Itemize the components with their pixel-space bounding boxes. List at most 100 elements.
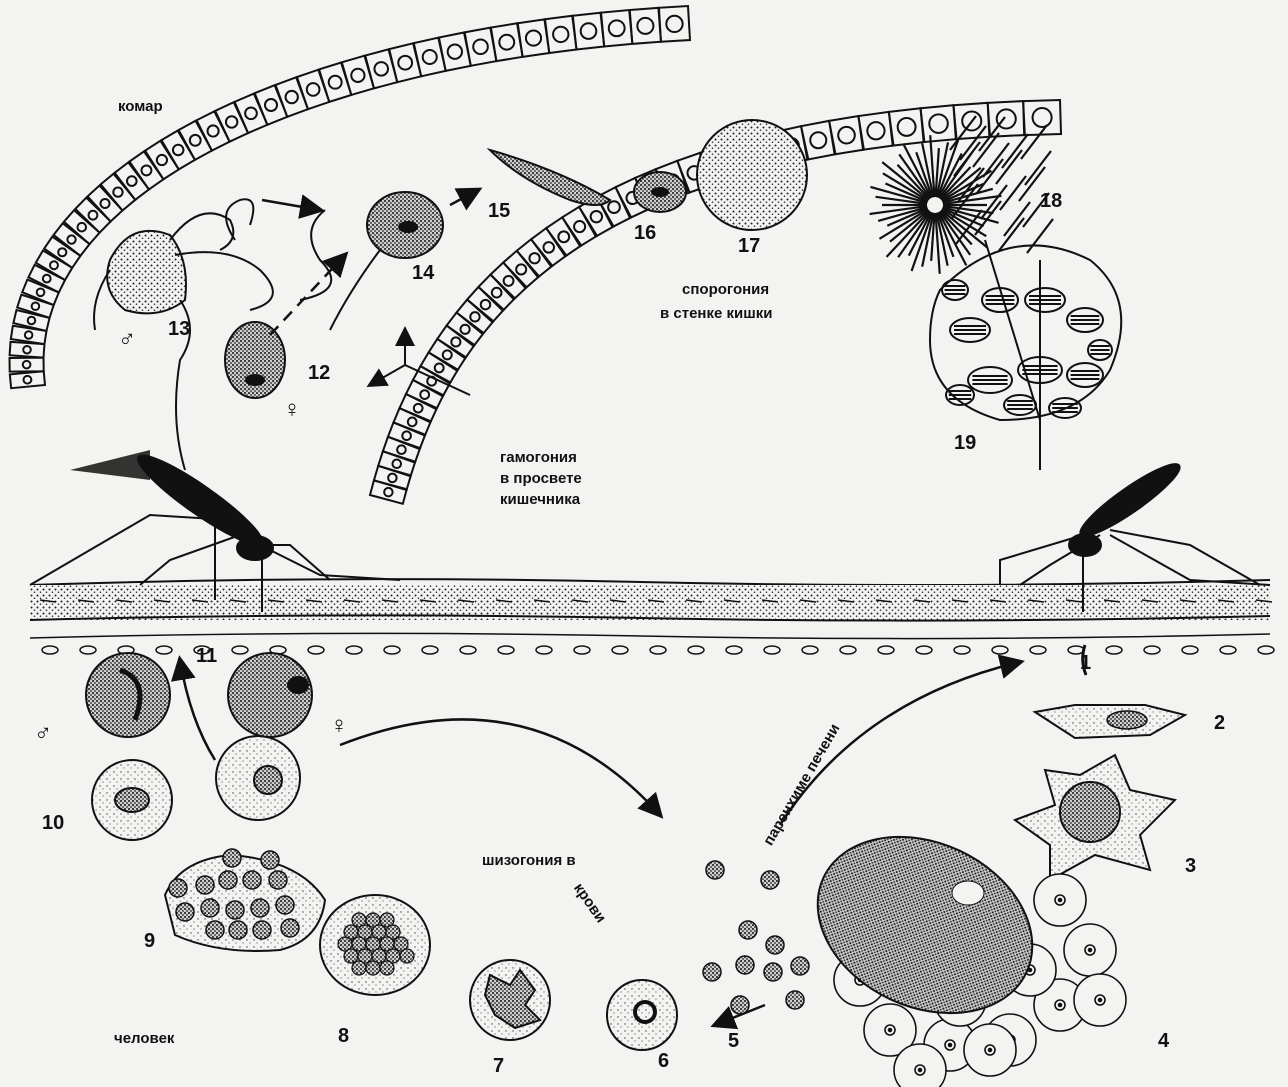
label-gamogony-line-3: кишечника xyxy=(500,489,582,510)
epithelium-lower-nucleus xyxy=(898,118,916,136)
tissue-cell xyxy=(612,646,628,654)
tissue-cell xyxy=(1258,646,1274,654)
hepatocyte-nucleolus xyxy=(1059,1004,1062,1007)
epithelium-upper-nucleus xyxy=(265,99,277,111)
epithelium-upper-nucleus xyxy=(141,165,151,175)
tissue-cell xyxy=(80,646,96,654)
epithelium-upper-cell xyxy=(10,371,45,388)
stage-number-1: 1 xyxy=(1080,652,1091,675)
male-symbol-13: ♂ xyxy=(118,326,136,354)
epithelium-lower-nucleus xyxy=(435,363,444,372)
epithelium-upper-nucleus xyxy=(127,176,137,186)
epithelium-lower-cell xyxy=(383,437,420,463)
stage-2-parasite xyxy=(1107,711,1147,729)
epithelium-upper-cell xyxy=(601,10,632,46)
epithelium-upper-nucleus xyxy=(581,23,597,39)
label-gamogony-line-2: в просвете xyxy=(500,468,582,489)
epithelium-upper-cell xyxy=(545,16,576,53)
epithelium-lower-cell xyxy=(467,287,504,322)
epithelium-upper-nucleus xyxy=(553,27,568,42)
epithelium-upper-nucleus xyxy=(329,76,342,89)
stage-number-17: 17 xyxy=(738,235,760,258)
epithelium-lower-nucleus xyxy=(443,350,452,359)
hepatocyte-nucleolus xyxy=(1089,949,1092,952)
direction-arrows xyxy=(370,330,470,395)
stage-12-macrogamete xyxy=(225,322,285,398)
epithelium-upper-nucleus xyxy=(609,20,625,36)
hepatocyte-nucleolus xyxy=(949,1044,952,1047)
sporozoite xyxy=(940,167,970,199)
merozoite xyxy=(206,921,224,939)
epithelium-upper-cell xyxy=(365,49,397,88)
stage-number-5: 5 xyxy=(728,1030,739,1053)
epithelium-lower-cell xyxy=(921,105,957,142)
stage-number-4: 4 xyxy=(1158,1030,1169,1053)
tissue-cell xyxy=(422,646,438,654)
tissue-cell xyxy=(308,646,324,654)
stage-number-2: 2 xyxy=(1214,712,1225,735)
stage-number-7: 7 xyxy=(493,1055,504,1078)
male-symbol-11: ♂ xyxy=(34,720,52,748)
stage-number-16: 16 xyxy=(634,222,656,245)
epithelium-upper-nucleus xyxy=(50,261,58,269)
epithelium-lower-nucleus xyxy=(574,221,585,232)
tissue-cell xyxy=(764,646,780,654)
tissue-cell xyxy=(384,646,400,654)
stage-14-nucleus xyxy=(398,221,418,233)
epithelium-lower-nucleus xyxy=(492,288,502,298)
epithelium-lower-nucleus xyxy=(384,488,392,496)
sporozoite xyxy=(897,165,929,199)
epithelium-upper-nucleus xyxy=(89,211,98,220)
epithelium-lower-nucleus xyxy=(504,276,514,286)
tissue-cell xyxy=(460,646,476,654)
merozoite xyxy=(201,899,219,917)
epithelium-lower-nucleus xyxy=(402,431,411,440)
epithelium-lower-nucleus xyxy=(867,122,884,139)
tissue-cell xyxy=(802,646,818,654)
merozoite xyxy=(219,871,237,889)
label-sporogony-line-2: в стенке кишки xyxy=(660,302,772,326)
stage-17-oocyst xyxy=(697,120,807,230)
epithelium-upper-nucleus xyxy=(245,107,257,119)
tissue-cell xyxy=(688,646,704,654)
hepatocyte-nucleolus xyxy=(1099,999,1102,1002)
epithelium-lower-nucleus xyxy=(414,404,423,413)
epithelium-upper-nucleus xyxy=(157,155,167,165)
merozoite xyxy=(786,991,804,1009)
tissue-cell xyxy=(498,646,514,654)
label-gamogony: гамогония в просвете кишечника xyxy=(500,447,582,510)
epithelium-upper-nucleus xyxy=(473,39,488,54)
tissue-cell xyxy=(574,646,590,654)
tissue-cell xyxy=(992,646,1008,654)
epithelium-upper-nucleus xyxy=(448,45,462,59)
epithelium-upper-nucleus xyxy=(423,50,437,64)
epithelium-lower-nucleus xyxy=(470,312,479,321)
stage-number-11: 11 xyxy=(196,645,217,668)
epithelium-lower-nucleus xyxy=(516,264,526,274)
stage-11-female-nucleus xyxy=(287,676,309,694)
merozoite xyxy=(243,871,261,889)
stage-11-male-gametocyte xyxy=(86,653,170,737)
merozoite xyxy=(251,899,269,917)
epithelium-lower-nucleus xyxy=(460,325,469,334)
sporozoite xyxy=(1025,151,1051,185)
epithelium-upper-nucleus xyxy=(58,248,66,256)
epithelium-lower-nucleus xyxy=(1033,108,1052,127)
epithelium-upper-cell xyxy=(13,310,49,331)
epithelium-lower-nucleus xyxy=(420,390,429,399)
epithelium-upper-nucleus xyxy=(499,35,514,50)
stage-11-female-gametocyte xyxy=(228,653,312,737)
merozoite xyxy=(736,956,754,974)
epithelium-lower-nucleus xyxy=(397,445,406,454)
stage-5-merozoites xyxy=(703,861,809,1014)
epithelium-upper-nucleus xyxy=(637,18,653,34)
merozoite xyxy=(706,861,724,879)
sporozoite xyxy=(1004,202,1030,236)
tissue-cell xyxy=(726,646,742,654)
epithelium-lower-cell xyxy=(388,422,425,449)
epithelium-upper-nucleus xyxy=(351,69,364,82)
epithelium-upper-nucleus xyxy=(43,275,51,283)
tissue-cell xyxy=(156,646,172,654)
epithelium-upper-nucleus xyxy=(113,187,122,196)
